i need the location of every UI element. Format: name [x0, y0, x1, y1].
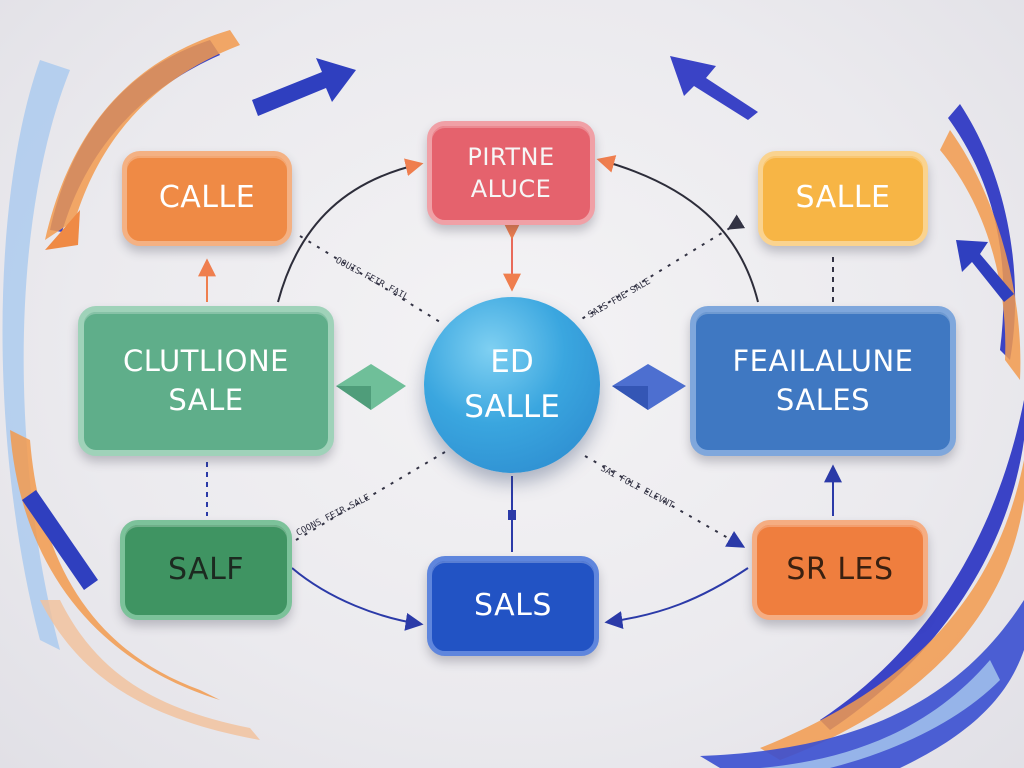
center-hub-line-1: ED: [490, 344, 534, 381]
right-arrow-icon: [956, 240, 1014, 302]
node-feailalune-line-2: SALES: [775, 383, 871, 417]
node-clutlione-line-2: SALE: [168, 383, 244, 417]
left-orange-arrowhead: [45, 210, 80, 250]
node-sals-line-1: SALS: [474, 587, 552, 623]
node-calle-line-1: CALLE: [158, 180, 256, 216]
right-lower-orange-swoosh: [760, 460, 1024, 760]
top-left-arrow-icon: [252, 58, 356, 116]
left-orange-swoosh: [45, 30, 240, 240]
node-feailalune-line-1: FEAILALUNE: [732, 343, 914, 378]
right-diamond-icon: [612, 364, 686, 410]
node-feailalune-sales[interactable]: FEAILALUNE SALES: [690, 306, 956, 456]
right-diamond-icon-shade: [612, 386, 648, 410]
node-salle-top-right[interactable]: SALLE: [758, 151, 928, 246]
right-bottom-blue-swoosh: [700, 600, 1024, 768]
center-hub-ed-salle[interactable]: ED SALLE: [424, 297, 600, 473]
arc-right-to-top: [596, 155, 759, 303]
node-srles[interactable]: SR LES: [752, 520, 928, 620]
node-pirtne-line-1: PIRTNE: [467, 142, 555, 171]
connector-label-lower-left: COONS FEIR SALE: [295, 493, 372, 539]
right-bottom-light-swoosh: [760, 660, 1000, 768]
node-pirtne-line-2: ALUCE: [470, 175, 552, 203]
left-diamond-icon-shade: [336, 386, 371, 410]
left-lower-orange-swoosh: [10, 430, 220, 700]
node-clutlione-line-1: CLUTLIONE: [123, 343, 289, 378]
node-clutlione-sale[interactable]: CLUTLIONE SALE: [78, 306, 334, 456]
left-lower-blue-bar: [22, 490, 98, 590]
node-salle-tr-line-1: SALLE: [795, 180, 891, 216]
hub-sals-link-tick: [508, 510, 516, 520]
node-salf[interactable]: SALF: [120, 520, 292, 620]
connector-label-upper-right: SAIS FUE SALE: [587, 277, 653, 321]
node-srles-line-1: SR LES: [786, 551, 894, 587]
salf-to-sals-arc: [291, 567, 424, 631]
connector-label-lower-right: SAI FOLI ELEVNT: [599, 464, 676, 511]
connector-label-upper-left: OOUIS FEIR FAIL: [334, 256, 410, 303]
center-hub-line-2: SALLE: [464, 389, 560, 425]
node-calle[interactable]: CALLE: [122, 151, 292, 246]
node-pirtne-aluce[interactable]: PIRTNE ALUCE: [427, 121, 595, 225]
diag-lower-right: [584, 455, 746, 548]
right-orange-swoosh: [940, 130, 1021, 380]
node-salf-line-1: SALF: [167, 551, 245, 587]
node-sals[interactable]: SALS: [427, 556, 599, 656]
diag-upper-left: [299, 235, 441, 323]
left-light-blue-swoosh: [2, 60, 70, 650]
srles-to-sals-arc: [604, 567, 749, 629]
top-right-arrow-icon: [670, 56, 758, 120]
arc-left-to-top: [277, 158, 424, 303]
left-lower-light-swoosh: [40, 600, 260, 740]
